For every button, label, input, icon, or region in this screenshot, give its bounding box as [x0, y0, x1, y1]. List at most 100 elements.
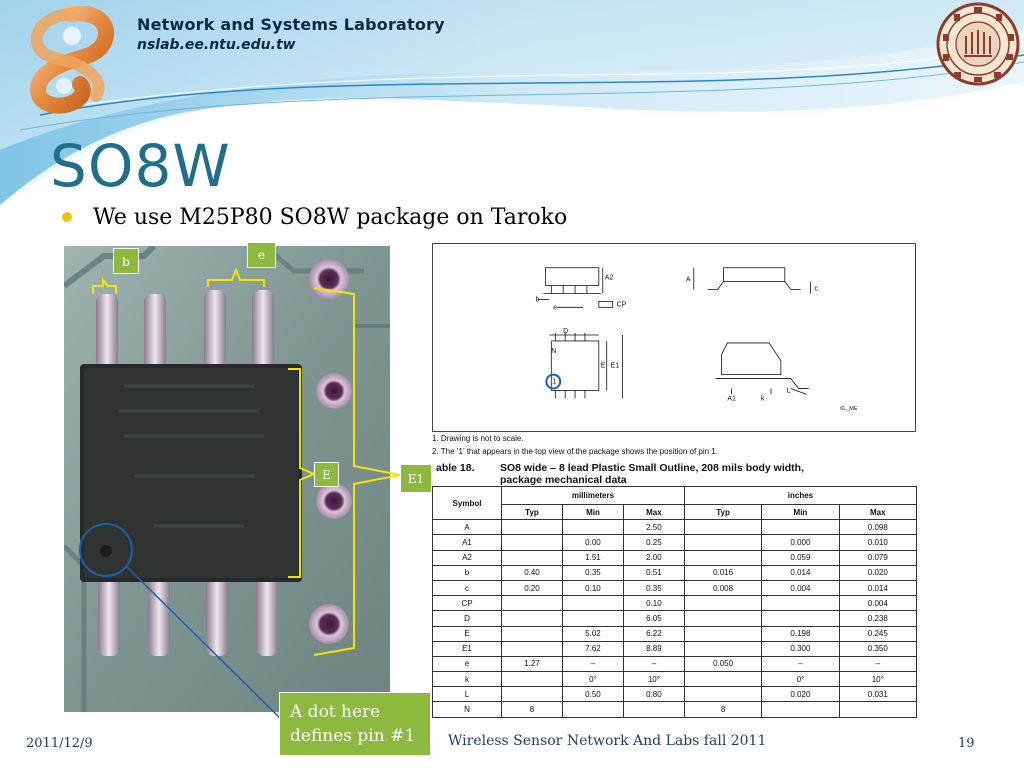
value-cell: 0.35: [622, 579, 685, 597]
value-cell: [683, 519, 763, 536]
subheader-cell: Typ: [683, 503, 763, 521]
value-cell: 8: [501, 701, 563, 718]
table-caption-number: able 18.: [436, 462, 475, 474]
value-cell: 0.020: [838, 564, 918, 581]
value-cell: 0.031: [838, 686, 918, 703]
page-number: 19: [958, 736, 975, 751]
symbol-cell: N: [432, 701, 502, 718]
value-cell: 6.22: [622, 625, 685, 642]
value-cell: 0.35: [561, 564, 624, 581]
value-cell: [683, 686, 763, 703]
value-cell: [622, 701, 685, 718]
symbol-cell: e: [432, 655, 502, 673]
note-1: 1. Drawing is not to scale.: [432, 434, 524, 443]
value-cell: 0.20: [501, 579, 563, 597]
value-cell: 0.10: [622, 595, 685, 612]
value-cell: 0.10: [561, 579, 624, 597]
value-cell: 0.059: [761, 549, 840, 566]
subheader-cell: Max: [838, 503, 918, 521]
value-cell: 1.51: [561, 549, 624, 566]
value-cell: [501, 671, 563, 688]
value-cell: 5.02: [561, 625, 624, 642]
symbol-cell: k: [432, 671, 502, 688]
value-cell: [683, 640, 763, 657]
drawing-notes: 1. Drawing is not to scale. 2. The ‘1’ t…: [432, 432, 718, 458]
value-cell: –: [761, 655, 840, 673]
dim-label-D: D: [563, 328, 568, 335]
lab-url: nslab.ee.ntu.edu.tw: [137, 37, 296, 53]
subheader-cell: Min: [561, 503, 624, 521]
value-cell: [501, 534, 563, 551]
symbol-cell: E: [432, 625, 502, 642]
subheader-cell: Min: [761, 503, 840, 521]
dim-label-N: N: [551, 348, 556, 355]
value-cell: 0.079: [838, 549, 918, 566]
drawing-ref-code: 6L_ME: [840, 406, 858, 412]
value-cell: [761, 519, 840, 536]
footer-date: 2011/12/9: [26, 736, 93, 751]
dim-label-A: A: [686, 277, 691, 284]
value-cell: 0°: [561, 671, 624, 688]
symbol-cell: b: [432, 564, 502, 581]
value-cell: 6.05: [622, 610, 685, 627]
header-inches: inches: [683, 486, 918, 505]
value-cell: 0.25: [622, 534, 685, 551]
table-caption-line2: package mechanical data: [500, 474, 627, 486]
table-caption-line1: SO8 wide – 8 lead Plastic Small Outline,…: [500, 462, 805, 474]
value-cell: [838, 701, 918, 718]
footer-course-name: Wireless Sensor Network And Labs fall 20…: [448, 733, 767, 749]
dim-label-e: e: [553, 304, 557, 311]
symbol-cell: A1: [432, 534, 502, 551]
chip-photo: [64, 246, 390, 712]
value-cell: [683, 595, 763, 612]
dim-label-b: b: [535, 296, 539, 303]
dim-label-E: E: [601, 363, 606, 370]
value-cell: 0.40: [501, 564, 563, 581]
value-cell: 0°: [761, 671, 840, 688]
dim-label-c: c: [814, 286, 818, 293]
value-cell: [761, 595, 840, 612]
header-millimeters: millimeters: [501, 486, 685, 505]
value-cell: [683, 671, 763, 688]
value-cell: 0.50: [561, 686, 624, 703]
nslab-logo-icon: [29, 6, 114, 114]
value-cell: [501, 519, 563, 536]
value-cell: [683, 625, 763, 642]
value-cell: 0.000: [761, 534, 840, 551]
value-cell: [561, 701, 624, 718]
value-cell: 0.51: [622, 564, 685, 581]
value-cell: [561, 610, 624, 627]
value-cell: 0.014: [761, 564, 840, 581]
value-cell: 8: [683, 701, 763, 718]
value-cell: –: [561, 655, 624, 673]
note-2: 2. The ‘1’ that appears in the top view …: [432, 447, 718, 456]
value-cell: 2.00: [622, 549, 685, 566]
callout-pin1-line1: A dot here: [290, 702, 381, 722]
callout-b: b: [113, 248, 139, 274]
value-cell: 0.00: [561, 534, 624, 551]
value-cell: [683, 534, 763, 551]
value-cell: 0.300: [761, 640, 840, 657]
value-cell: 0.80: [622, 686, 685, 703]
value-cell: 0.020: [761, 686, 840, 703]
value-cell: 0.350: [838, 640, 918, 657]
value-cell: –: [838, 655, 918, 673]
value-cell: 0.010: [838, 534, 918, 551]
value-cell: [501, 686, 563, 703]
callout-e: e: [247, 242, 276, 268]
value-cell: –: [622, 655, 685, 673]
slide-title: SO8W: [50, 132, 231, 200]
